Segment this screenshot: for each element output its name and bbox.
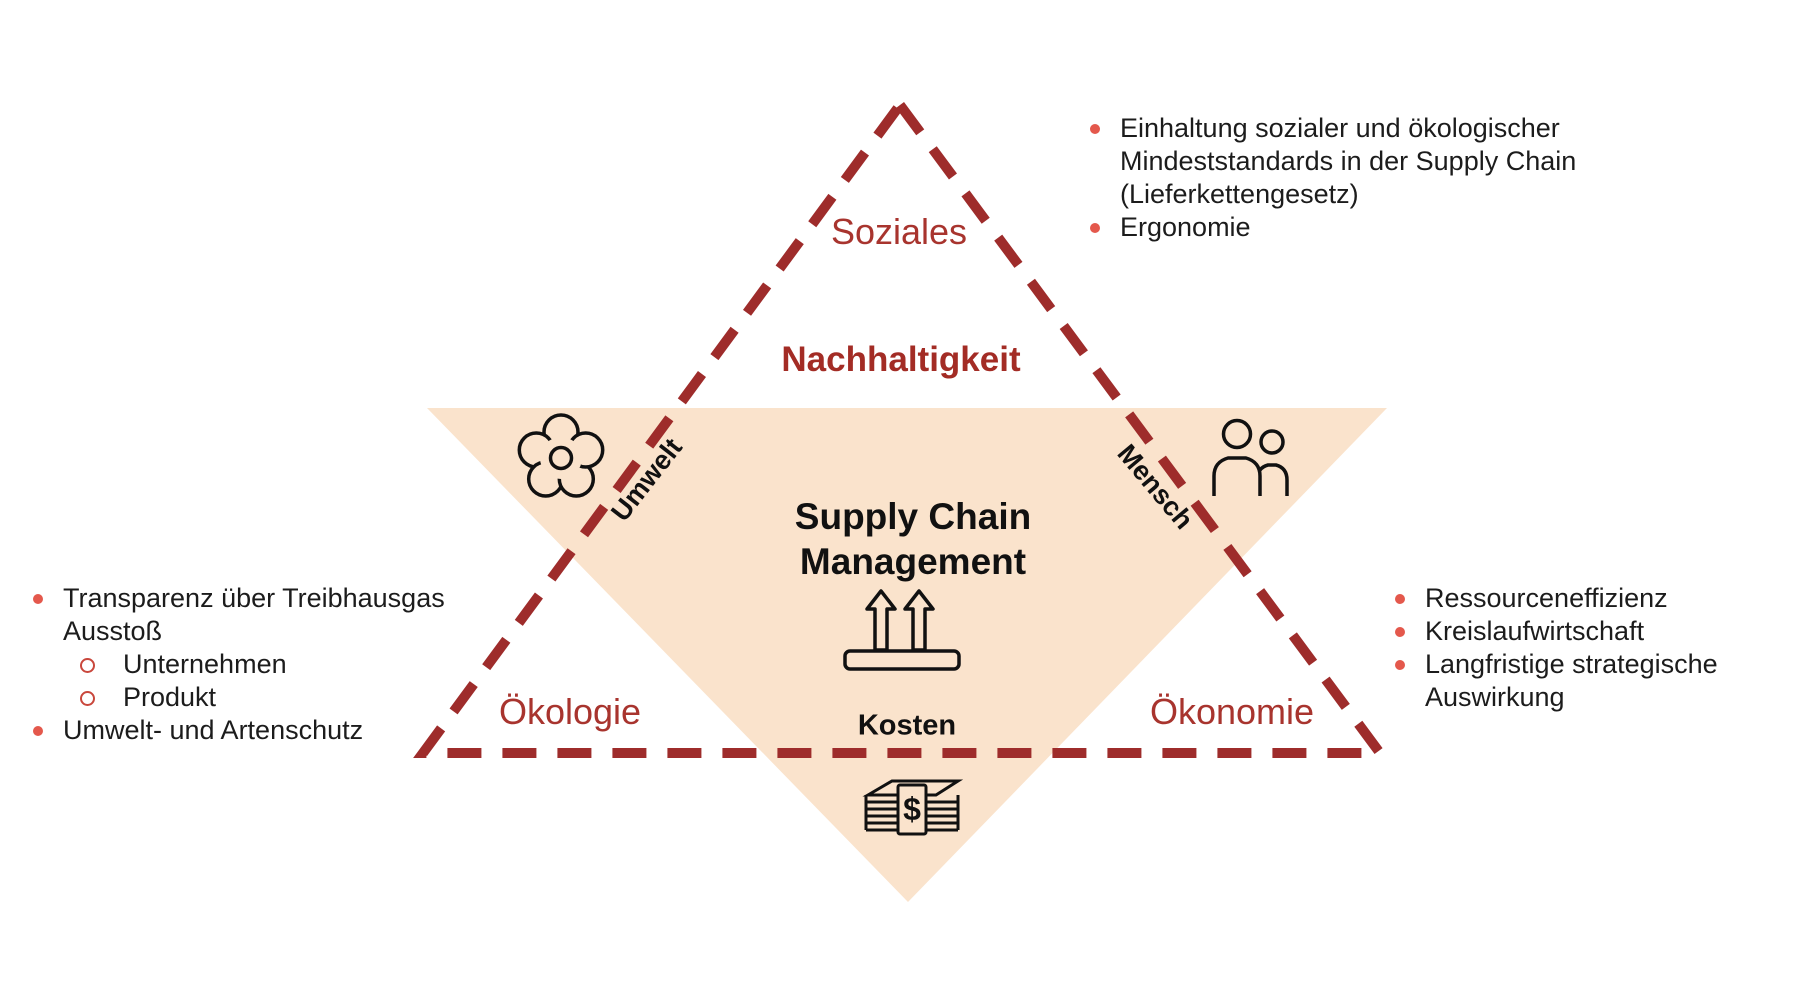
- list-line: Auswirkung: [1425, 682, 1565, 712]
- list-line: Umwelt- und Artenschutz: [63, 715, 364, 745]
- oekologie-bullet-list: Transparenz über Treibhausgas Ausstoß Un…: [33, 582, 445, 747]
- list-line: Langfristige strategische: [1425, 649, 1718, 679]
- dashed-sustainability-triangle: [413, 96, 1390, 758]
- label-supply-chain-management: Supply Chain Management: [795, 494, 1031, 584]
- scm-line2: Management: [799, 541, 1027, 582]
- sub-bullet-circle: [80, 691, 95, 706]
- list-item: Einhaltung sozialer und ökologischer Min…: [1090, 112, 1576, 211]
- bullet-dot: [1090, 223, 1100, 233]
- list-item: Umwelt- und Artenschutz: [33, 714, 445, 747]
- soziales-bullet-list: Einhaltung sozialer und ökologischer Min…: [1090, 112, 1576, 244]
- list-item-text: Kreislaufwirtschaft: [1425, 615, 1644, 648]
- list-item-text: Umwelt- und Artenschutz: [63, 714, 363, 747]
- bullet-dot: [1395, 594, 1405, 604]
- label-oekologie: Ökologie: [498, 691, 642, 732]
- list-line: Ressourceneffizienz: [1425, 583, 1668, 613]
- sub-list-item-text: Unternehmen: [123, 648, 287, 681]
- label-oekonomie: Ökonomie: [1149, 691, 1315, 732]
- list-item-text: Transparenz über Treibhausgas Ausstoß: [63, 582, 445, 648]
- sub-bullet-circle: [80, 658, 95, 673]
- list-line: Unternehmen: [123, 649, 287, 679]
- list-item: Ressourceneffizienz: [1395, 582, 1718, 615]
- list-line: Transparenz über Treibhausgas: [63, 583, 445, 613]
- list-item: Ergonomie: [1090, 211, 1576, 244]
- list-item-text: Langfristige strategische Auswirkung: [1425, 648, 1718, 714]
- bullet-dot: [1090, 124, 1100, 134]
- money-stack-icon: $: [862, 779, 964, 836]
- package-this-side-up-icon: [843, 589, 961, 671]
- flower-icon: [517, 413, 605, 498]
- sub-list-item-text: Produkt: [123, 681, 216, 714]
- label-nachhaltigkeit: Nachhaltigkeit: [781, 340, 1021, 379]
- list-item: Langfristige strategische Auswirkung: [1395, 648, 1718, 714]
- label-kosten: Kosten: [857, 709, 957, 742]
- list-line: (Lieferkettengesetz): [1120, 179, 1359, 209]
- list-line: Ergonomie: [1120, 212, 1251, 242]
- list-item-text: Einhaltung sozialer und ökologischer Min…: [1120, 112, 1576, 211]
- list-item: Kreislaufwirtschaft: [1395, 615, 1718, 648]
- label-soziales: Soziales: [830, 211, 968, 252]
- list-line: Kreislaufwirtschaft: [1425, 616, 1645, 646]
- list-line: Mindeststandards in der Supply Chain: [1120, 146, 1577, 176]
- scm-line1: Supply Chain: [794, 496, 1032, 537]
- list-item-text: Ergonomie: [1120, 211, 1251, 244]
- dollar-sign: $: [903, 791, 921, 827]
- bullet-dot: [1395, 660, 1405, 670]
- two-people-icon: [1212, 418, 1289, 496]
- sub-list-item: Produkt: [80, 681, 445, 714]
- list-line: Ausstoß: [63, 616, 163, 646]
- bullet-dot: [1395, 627, 1405, 637]
- sub-list-item: Unternehmen: [80, 648, 445, 681]
- list-item: Transparenz über Treibhausgas Ausstoß: [33, 582, 445, 648]
- list-item-text: Ressourceneffizienz: [1425, 582, 1668, 615]
- list-line: Produkt: [123, 682, 217, 712]
- oekonomie-bullet-list: Ressourceneffizienz Kreislaufwirtschaft …: [1395, 582, 1718, 714]
- list-line: Einhaltung sozialer und ökologischer: [1120, 113, 1560, 143]
- bullet-dot: [33, 726, 43, 736]
- bullet-dot: [33, 594, 43, 604]
